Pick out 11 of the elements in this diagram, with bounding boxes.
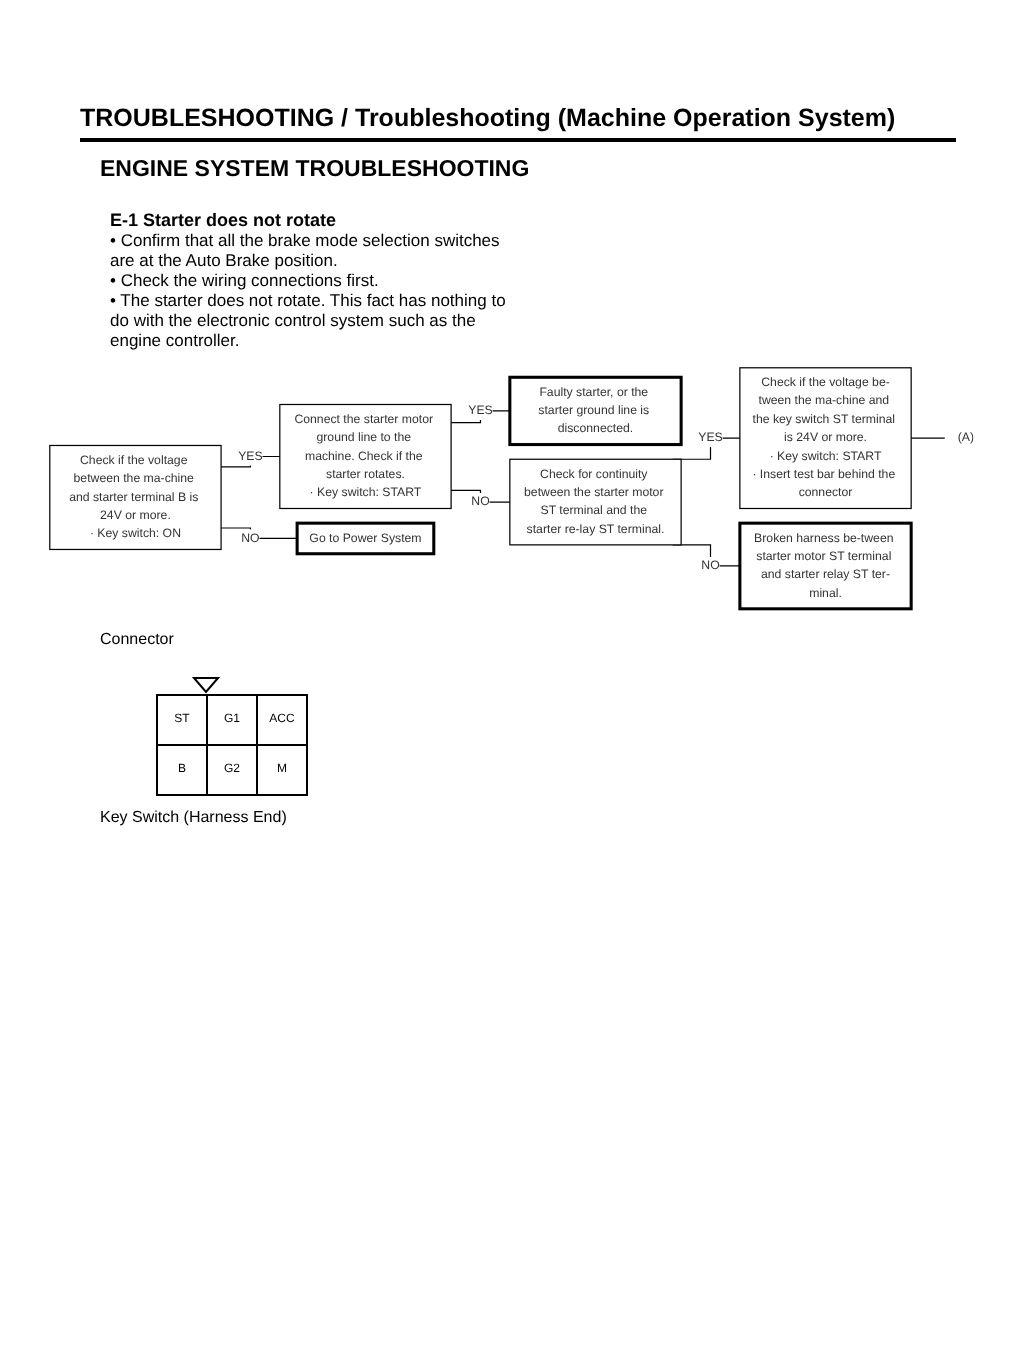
connector-label: Connector <box>100 630 176 649</box>
problem-heading: E-1 Starter does not rotate <box>110 210 339 230</box>
instruction-text: • Confirm that all the brake mode selection switches are at the Auto Brake position. <box>110 230 502 270</box>
connector <box>910 437 946 439</box>
instruction-text: • The starter does not rotate. This fact has nothing to do with the electronic control system such as the engine controller. <box>110 290 508 350</box>
connector <box>220 527 298 540</box>
instruction-text: • Check the wiring connections first. <box>110 270 381 290</box>
page-title: TROUBLESHOOTING / Troubleshooting (Machine Operation System) <box>80 104 956 142</box>
section-heading: ENGINE SYSTEM TROUBLESHOOTING <box>100 158 532 182</box>
connector-caption: Key Switch (Harness End) <box>100 808 289 827</box>
connector <box>450 489 511 503</box>
